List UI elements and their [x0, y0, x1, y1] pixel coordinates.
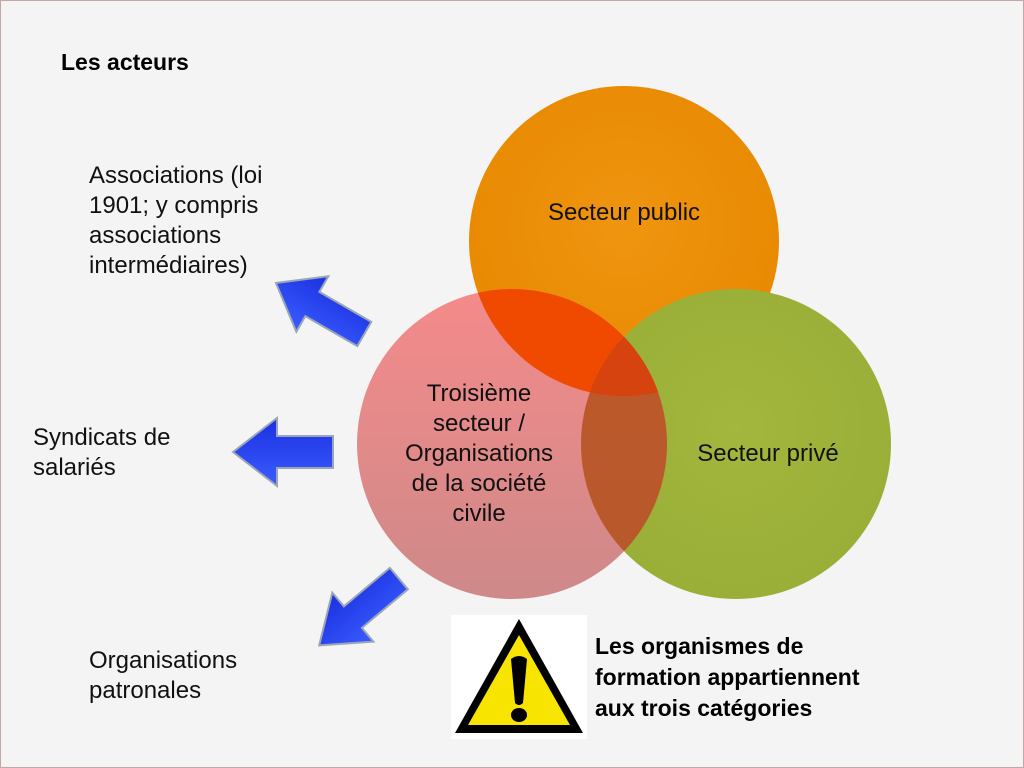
tiers-label-1: Troisième [427, 380, 531, 407]
associations-label: Associations (loi 1901; y compris associ… [89, 162, 263, 279]
secteur-prive-label: Secteur privé [697, 440, 838, 467]
secteur-prive-circle [581, 289, 891, 599]
secteur-public-label: Secteur public [548, 199, 700, 226]
warning-box [451, 615, 587, 739]
tiers-label-5: civile [452, 500, 505, 527]
left-arrow-icon [317, 566, 410, 647]
syndicats-label: Syndicats de salariés [33, 424, 171, 481]
left-arrow-icon [274, 275, 373, 348]
tiers-label-3: Organisations [405, 440, 553, 467]
overlap-public-tiers [469, 289, 667, 396]
left-arrow-icon [231, 415, 334, 489]
tiers-label-2: secteur / [433, 410, 525, 437]
warning-icon [455, 619, 583, 733]
slide-title: Les acteurs [61, 49, 189, 75]
patronales-label: Organisations patronales [89, 647, 238, 704]
tiers-label-4: de la société [412, 470, 547, 497]
warning-text: Les organismes de formation appartiennen… [595, 633, 860, 721]
